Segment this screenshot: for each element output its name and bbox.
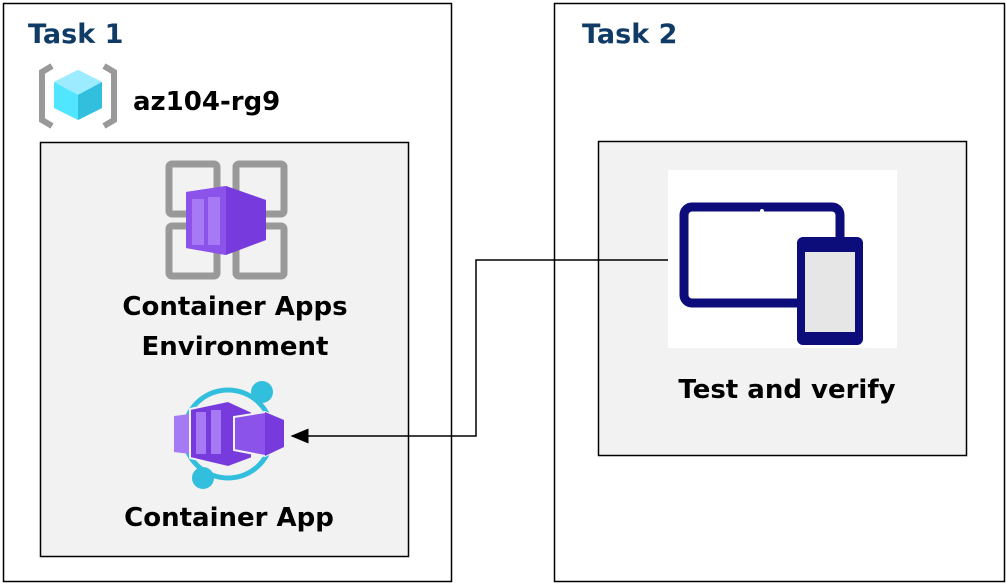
- environment-label-line1: Container Apps: [122, 292, 347, 322]
- resource-group-label: az104-rg9: [133, 87, 280, 117]
- test-label: Test and verify: [678, 375, 895, 405]
- task1-title: Task 1: [28, 19, 123, 50]
- container-app-label: Container App: [124, 503, 334, 533]
- resource-group-icon: [39, 63, 117, 129]
- task2-title: Task 2: [582, 19, 677, 50]
- container-app-icon: [174, 381, 285, 489]
- container-apps-environment-icon: [165, 160, 288, 280]
- tablet-phone-devices-icon: [679, 202, 863, 345]
- connector-arrow: [290, 259, 668, 444]
- environment-label-line2: Environment: [142, 332, 329, 362]
